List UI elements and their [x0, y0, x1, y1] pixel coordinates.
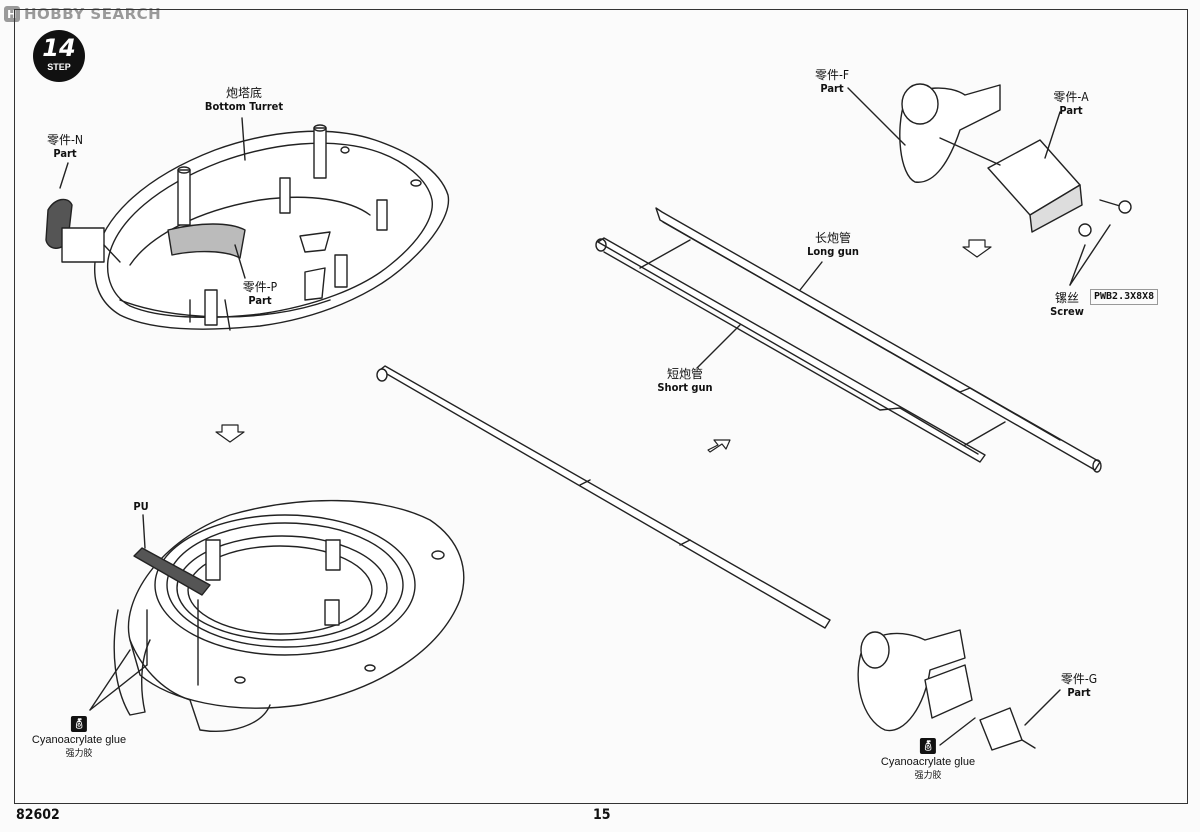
final-assembly-drawing — [376, 365, 1061, 751]
label-part-a-en: Part — [1059, 104, 1083, 117]
label-part-f-en: Part — [820, 82, 844, 95]
label-part-a-zh: 零件-A — [1053, 90, 1089, 104]
label-part-n: 零件-N Part — [47, 133, 83, 161]
down-arrow-icon — [215, 424, 245, 443]
glue-callout-left: 🧴︎ Cyanoacrylate glue 强力胶 — [32, 716, 126, 759]
step-word: STEP — [47, 62, 71, 72]
label-part-g: 零件-G Part — [1061, 672, 1097, 700]
label-part-n-zh: 零件-N — [47, 133, 83, 147]
label-part-a: 零件-A Part — [1053, 90, 1088, 118]
label-part-p-en: Part — [248, 294, 272, 307]
glue-right-en: Cyanoacrylate glue — [880, 756, 976, 768]
label-long-gun-zh: 长炮管 — [814, 231, 852, 245]
down-arrow-icon-2 — [962, 239, 992, 258]
label-pu: PU — [133, 500, 148, 514]
label-part-f: 零件-F Part — [815, 68, 849, 96]
label-pu-en: PU — [133, 500, 149, 513]
mantlet-parts-drawing — [847, 83, 1132, 286]
watermark-logo-icon: H — [4, 6, 20, 22]
glue-bottle-icon: 🧴︎ — [70, 716, 87, 732]
label-part-p-zh: 零件-P — [242, 280, 278, 294]
label-long-gun-en: Long gun — [807, 245, 859, 258]
label-screw-zh: 镙丝 — [1054, 291, 1080, 305]
page-number: 15 — [593, 807, 611, 823]
label-part-g-en: Part — [1067, 686, 1091, 699]
glue-left-zh: 强力胶 — [65, 748, 93, 758]
label-screw-spec: PWB2.3X8X8 — [1090, 289, 1159, 305]
label-part-p: 零件-P Part — [243, 280, 277, 308]
glue-callout-right: 🧴︎ Cyanoacrylate glue 强力胶 — [881, 738, 975, 781]
label-short-gun-en: Short gun — [657, 381, 713, 394]
glue-right-zh: 强力胶 — [914, 770, 942, 780]
label-part-g-zh: 零件-G — [1060, 672, 1098, 686]
label-part-f-zh: 零件-F — [814, 68, 850, 82]
product-code: 82602 — [16, 807, 60, 823]
label-long-gun: 长炮管 Long gun — [807, 231, 859, 259]
label-short-gun-zh: 短炮管 — [666, 367, 703, 381]
label-bottom-turret-en: Bottom Turret — [204, 100, 284, 113]
gun-barrels-drawing — [595, 207, 1102, 473]
step-number: 14 — [42, 34, 76, 62]
label-screw-en: Screw — [1050, 305, 1084, 318]
label-part-n-en: Part — [53, 147, 77, 160]
glue-left-en: Cyanoacrylate glue — [31, 734, 127, 746]
turret-ring-drawing — [89, 499, 465, 732]
diagonal-arrow-icon — [707, 439, 731, 453]
label-short-gun: 短炮管 Short gun — [657, 367, 712, 395]
step-badge: 14 STEP — [33, 30, 85, 82]
page-frame — [14, 9, 1188, 804]
glue-bottle-icon-right: 🧴︎ — [919, 738, 936, 754]
label-bottom-turret: 炮塔底 Bottom Turret — [205, 86, 283, 114]
label-screw: 镙丝 Screw — [1050, 291, 1084, 319]
bottom-turret-drawing — [45, 124, 450, 330]
label-bottom-turret-zh: 炮塔底 — [225, 86, 263, 100]
